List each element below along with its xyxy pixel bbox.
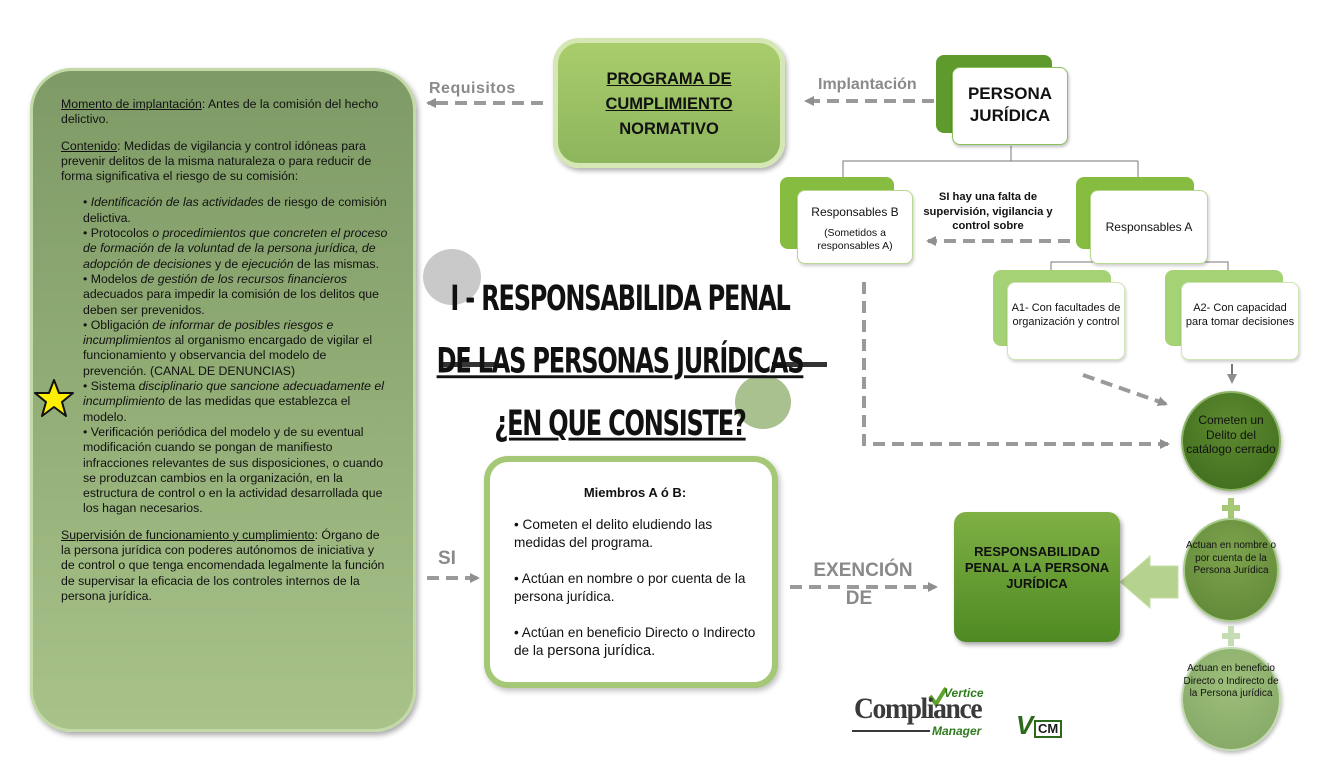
supervision-text: : Órgano de la persona jurídica con pode… <box>61 527 385 603</box>
implantacion-label: Implantación <box>818 76 917 93</box>
a1-box: A1- Con facultades de organización y con… <box>1007 282 1125 360</box>
circle-nombre: Actuan en nombre o por cuenta de la Pers… <box>1183 518 1279 622</box>
content-label: Contenido <box>61 138 118 153</box>
arrow-b-to-delito <box>862 282 1170 449</box>
exencion-de-label: DE <box>845 588 873 609</box>
a2-box: A2- Con capacidad para tomar decisiones <box>1181 282 1299 360</box>
program-box: PROGRAMA DE CUMPLIMIENTO NORMATIVO <box>553 38 785 168</box>
si-label: SI <box>438 548 456 569</box>
requisitos-label: Requisitos <box>429 80 516 97</box>
title-line2: DE LAS PERSONAS JURÍDICAS <box>436 340 805 382</box>
content-text: : Medidas de vigilancia y control idónea… <box>61 138 372 184</box>
moment-paragraph: Momento de implantación: Antes de la com… <box>61 97 391 128</box>
moment-text: : Antes de la comisión del hecho delicti… <box>61 97 379 127</box>
members-item: • Cometen el delito eludiendo las medida… <box>514 517 713 550</box>
plus-icon <box>1222 626 1240 646</box>
content-paragraph: Contenido: Medidas de vigilancia y contr… <box>61 139 391 185</box>
logo-underline <box>852 730 930 732</box>
condition-text: SI hay una falta de supervisión, vigilan… <box>923 191 1053 232</box>
responsables-a-box: Responsables A <box>1090 190 1208 264</box>
check-mark-icon <box>928 686 948 708</box>
list-item: • Verificación periódica del modelo y de… <box>83 424 384 516</box>
requirements-list: • Identificación de las actividades de r… <box>61 195 391 516</box>
persona-juridica-box: PERSONA JURÍDICA <box>952 67 1068 145</box>
plus-icon <box>1222 498 1240 518</box>
title-bar-right <box>772 362 827 367</box>
title-line3: ¿EN QUE CONSISTE? <box>494 402 746 444</box>
title-bar-left <box>440 362 495 367</box>
logo-vcm-v: V <box>1016 710 1034 740</box>
list-item: • Protocolos o procedimientos que concre… <box>83 226 388 271</box>
list-item: • Sistema disciplinario que sancione ade… <box>83 379 384 424</box>
persona-line1: PERSONA <box>967 84 1053 103</box>
responsables-b-box: Responsables B (Sometidos a responsables… <box>797 190 913 264</box>
title-decor-circle-green <box>735 375 791 429</box>
logo-vertice: Vertice <box>944 686 984 700</box>
requirements-panel: Momento de implantación: Antes de la com… <box>30 68 416 732</box>
members-heading: Miembros A ó B: <box>583 485 687 500</box>
program-line2: CUMPLIMIENTO <box>605 95 733 113</box>
logo-compliance: Compliance <box>854 692 983 725</box>
arrow-a1-to-delito <box>1082 373 1168 407</box>
members-item: • Actúan en nombre o por cuenta de la pe… <box>514 571 746 604</box>
responsables-b-sub: (Sometidos a responsables A) <box>817 227 893 252</box>
members-item: • Actúan en beneficio Directo o Indirect… <box>514 625 756 659</box>
exencion-label: EXENCIÓN <box>813 560 913 581</box>
tree-pj-to-responsables <box>842 146 1012 178</box>
big-arrow-left <box>1119 554 1179 610</box>
responsabilidad-box: RESPONSABILIDAD PENAL A LA PERSONA JURÍD… <box>954 512 1120 642</box>
moment-label: Momento de implantación <box>61 97 202 111</box>
program-line3: NORMATIVO <box>619 120 719 138</box>
persona-line2: JURÍDICA <box>969 106 1051 125</box>
members-box: Miembros A ó B: • Cometen el delito elud… <box>484 456 778 688</box>
logo-manager: Manager <box>932 724 982 738</box>
circle-delito: Cometen un Delito del catálogo cerrado <box>1181 391 1281 491</box>
star-icon <box>34 379 74 417</box>
list-item: • Obligación de informar de posibles rie… <box>83 317 373 378</box>
responsables-b-label: Responsables B <box>811 205 899 219</box>
circle-beneficio: Actuan en beneficio Directo o Indirecto … <box>1181 647 1281 751</box>
title-line1: I - RESPONSABILIDA PENAL <box>450 278 790 319</box>
logo-vcm-cm: CM <box>1034 720 1063 738</box>
program-line1: PROGRAMA DE <box>606 70 732 88</box>
vertice-compliance-logo: Vertice Compliance Manager V CM <box>852 686 1082 746</box>
supervision-paragraph: Supervisión de funcionamiento y cumplimi… <box>61 528 391 604</box>
list-item: • Identificación de las actividades de r… <box>83 195 387 225</box>
title-decor-circle-gray <box>423 249 481 305</box>
supervision-label: Supervisión de funcionamiento y cumplimi… <box>61 527 315 542</box>
main-title: I - RESPONSABILIDA PENAL DE LAS PERSONAS… <box>420 268 820 455</box>
list-item: • Modelos de gestión de los recursos fin… <box>83 271 379 317</box>
